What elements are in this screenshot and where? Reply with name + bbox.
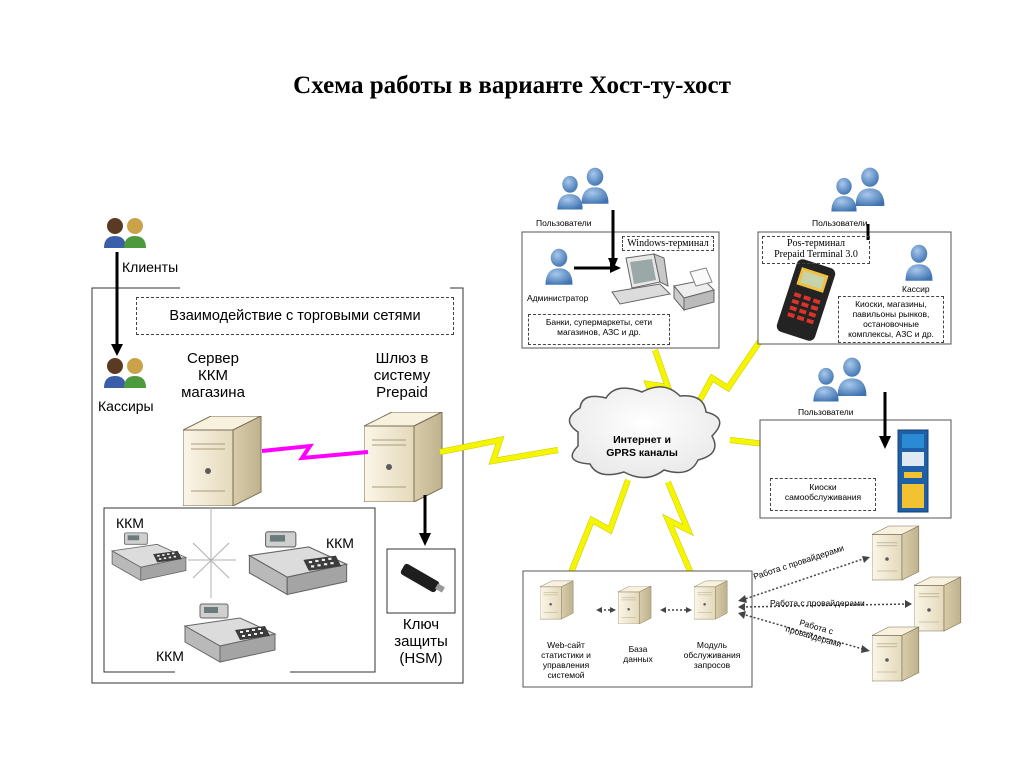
provider-server-2-icon — [914, 576, 962, 632]
module-label: Модуль обслуживания запросов — [676, 640, 748, 670]
web-site-label-line: Web-сайт — [547, 640, 585, 650]
cloud-label-line: GPRS каналы — [606, 447, 678, 459]
pos-locations-line: павильоны рынков, — [852, 309, 930, 319]
db-server-icon — [618, 586, 652, 624]
gateway-server-icon — [364, 412, 443, 502]
trade-networks-label: Взаимодействие с торговыми сетями — [136, 297, 454, 335]
database-label-line: База — [628, 644, 648, 654]
web-site-label: Web-сайт статистики и управления системо… — [534, 640, 598, 680]
module-server-icon — [694, 580, 728, 620]
user-icon — [813, 367, 839, 402]
admin-label: Администратор — [527, 293, 589, 303]
windows-locations-line: магазинов, АЗС и др. — [557, 327, 641, 337]
pos-terminal-line: Prepaid Terminal 3.0 — [774, 249, 858, 260]
user-icon — [557, 175, 583, 210]
printer-icon — [673, 267, 715, 312]
database-label-line: данных — [623, 654, 653, 664]
kiosk-users-label: Пользователи — [798, 407, 854, 417]
web-site-label-line: системой — [547, 670, 585, 680]
hsm-label-line: (HSM) — [399, 650, 443, 667]
gateway-label-line: Prepaid — [376, 384, 428, 401]
clients-label: Клиенты — [122, 259, 179, 275]
kkm-label-3: ККМ — [156, 648, 184, 664]
web-server-icon — [540, 580, 574, 620]
user-icon — [581, 167, 609, 204]
magenta-link — [261, 443, 369, 461]
kkm-star-connector — [188, 508, 236, 598]
pos-locations-line: остановочные — [863, 319, 919, 329]
kiosk-label-line: самообслуживания — [784, 492, 862, 502]
kiosk-label-line: Киоски — [809, 482, 837, 492]
store-server-label-line: магазина — [181, 384, 245, 401]
kiosk-label: Киоски самообслуживания — [770, 478, 876, 511]
kkm-box — [103, 507, 376, 673]
providers-label-2: Работа с провайдерами — [770, 598, 865, 608]
store-server-label: Сервер ККМ магазина — [168, 350, 258, 401]
store-server-label-line: ККМ — [198, 367, 228, 384]
store-server-label-line: Сервер — [186, 350, 239, 367]
web-site-label-line: управления — [542, 660, 590, 670]
gateway-label: Шлюз в систему Prepaid — [352, 350, 452, 401]
user-icon — [831, 177, 857, 212]
web-site-label-line: статистики и — [541, 650, 591, 660]
pos-terminal-line: Pos-терминал — [787, 238, 845, 249]
pos-terminal-icon — [776, 259, 836, 341]
kkm-label-2: ККМ — [326, 535, 354, 551]
store-frame — [91, 287, 464, 684]
gateway-label-line: систему — [373, 367, 431, 384]
pos-locations-line: Киоски, магазины, — [855, 299, 927, 309]
pos-locations-line: комплексы, АЗС и др. — [848, 329, 934, 339]
hsm-label-line: защиты — [394, 633, 448, 650]
internet-cloud — [568, 386, 721, 479]
cloud-label: Интернет и GPRS каналы — [590, 434, 694, 460]
module-label-line: обслуживания — [683, 650, 741, 660]
windows-terminal-label: Windows-терминал — [622, 236, 714, 251]
hsm-label: Ключ защиты (HSM) — [380, 616, 462, 667]
pos-users-label: Пользователи — [812, 218, 868, 228]
user-icon — [855, 167, 885, 206]
pos-locations-label: Киоски, магазины, павильоны рынков, оста… — [838, 296, 944, 343]
kkm-register-1-icon — [111, 532, 187, 581]
cashiers-label: Кассиры — [98, 398, 154, 414]
database-label: База данных — [614, 644, 662, 664]
pos-terminal-label: Pos-терминал Prepaid Terminal 3.0 — [762, 236, 870, 264]
kkm-label-1: ККМ — [116, 515, 144, 531]
module-label-line: Модуль — [696, 640, 728, 650]
kkm-register-3-icon — [184, 603, 276, 663]
windows-locations-line: Банки, супермаркеты, сети — [545, 317, 653, 327]
gateway-label-line: Шлюз в — [375, 350, 429, 367]
user-icon — [837, 357, 867, 396]
provider-server-3-icon — [872, 626, 920, 682]
cloud-label-line: Интернет и — [613, 434, 671, 446]
self-service-kiosk-icon — [897, 429, 929, 513]
pc-icon — [611, 253, 672, 305]
provider-links — [741, 557, 909, 651]
store-server-icon — [183, 416, 262, 506]
provider-server-1-icon — [872, 525, 920, 581]
cashier-label: Кассир — [902, 284, 930, 294]
cashiers-icon — [104, 358, 146, 388]
windows-locations-label: Банки, супермаркеты, сети магазинов, АЗС… — [528, 314, 670, 345]
module-label-line: запросов — [693, 660, 731, 670]
windows-users-label: Пользователи — [536, 218, 592, 228]
clients-icon — [104, 218, 146, 248]
page-title: Схема работы в варианте Хост-ту-хост — [293, 72, 731, 99]
hsm-label-line: Ключ — [402, 616, 440, 633]
usb-key-icon — [400, 563, 445, 593]
